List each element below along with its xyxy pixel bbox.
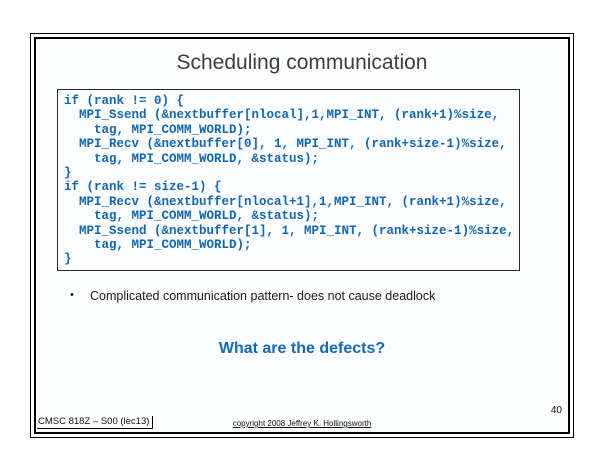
bullet-marker: •: [70, 289, 74, 301]
slide-title: Scheduling communication: [176, 51, 428, 74]
code-line: if (rank != size-1) {: [64, 180, 222, 195]
code-line: tag, MPI_COMM_WORLD, &status);: [64, 151, 320, 166]
bullet-row: • Complicated communication pattern- does…: [70, 289, 435, 303]
code-line: MPI_Recv (&nextbuffer[0], 1, MPI_INT, (r…: [64, 137, 507, 152]
code-line: }: [64, 166, 72, 181]
page-number: 40: [550, 405, 562, 416]
code-line: }: [64, 252, 72, 267]
footer-course-label: CMSC 818Z – S00 (lec13): [37, 416, 154, 429]
code-line: MPI_Recv (&nextbuffer[nlocal+1],1,MPI_IN…: [64, 194, 507, 209]
code-line: MPI_Ssend (&nextbuffer[nlocal],1,MPI_INT…: [64, 108, 500, 123]
code-line: tag, MPI_COMM_WORLD);: [64, 238, 252, 253]
code-box: if (rank != 0) { MPI_Ssend (&nextbuffer[…: [57, 89, 520, 271]
footer-copyright-text: copyright 2008 Jeffrey K. Hollingsworth: [232, 419, 372, 428]
footer-copyright: copyright 2008 Jeffrey K. Hollingsworth: [36, 419, 568, 428]
code-line: MPI_Ssend (&nextbuffer[1], 1, MPI_INT, (…: [64, 223, 515, 238]
code-block: if (rank != 0) { MPI_Ssend (&nextbuffer[…: [64, 94, 517, 267]
slide-border-outer: Scheduling communication if (rank != 0) …: [30, 33, 574, 438]
bullet-text: Complicated communication pattern- does …: [90, 289, 436, 303]
code-line: tag, MPI_COMM_WORLD, &status);: [64, 209, 320, 224]
slide: Scheduling communication if (rank != 0) …: [34, 37, 570, 434]
code-line: if (rank != 0) {: [64, 94, 185, 108]
question-text: What are the defects?: [218, 340, 386, 357]
code-line: tag, MPI_COMM_WORLD);: [64, 122, 252, 137]
